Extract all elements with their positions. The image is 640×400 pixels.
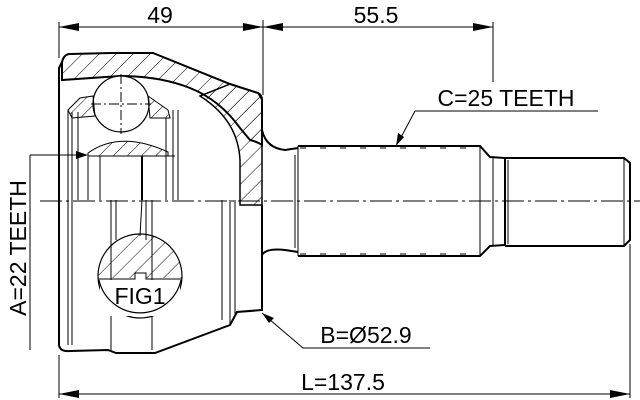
fig1-label: FIG1 (114, 283, 165, 309)
callout-outer-spline: C=25 TEETH (396, 85, 598, 146)
dimension-overall-length: L=137.5 (58, 244, 631, 398)
overall-length-label: L=137.5 (301, 369, 385, 395)
dimension-49-label: 49 (147, 2, 173, 28)
fig1-detail: FIG1 (97, 199, 183, 319)
dimension-55-5: 55.5 (263, 2, 494, 82)
callout-diameter: B=Ø52.9 (261, 312, 430, 349)
dimension-55-5-label: 55.5 (354, 2, 399, 28)
inner-spline-label: A=22 TEETH (5, 180, 31, 316)
outer-spline-label: C=25 TEETH (438, 85, 575, 111)
callout-inner-spline: A=22 TEETH (5, 151, 88, 350)
shaft (294, 145, 631, 257)
diameter-label: B=Ø52.9 (320, 322, 411, 348)
ball-cage-assembly (67, 74, 236, 350)
dimension-49: 49 (58, 2, 264, 95)
